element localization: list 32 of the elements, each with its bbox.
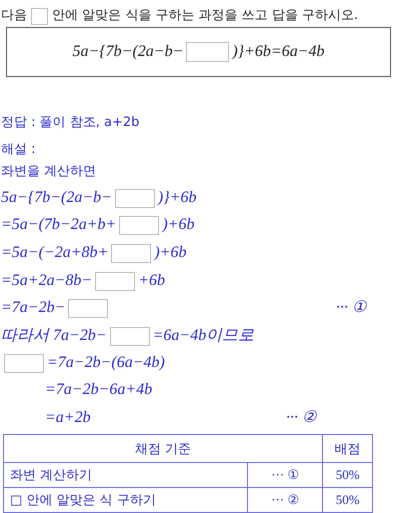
- table-cell: 50%: [322, 462, 372, 488]
- solution-text: )}+6b: [158, 189, 196, 207]
- solution-text: =a+2b: [45, 409, 91, 427]
- table-cell: ··· ②: [248, 488, 323, 512]
- table-cell: 좌변 계산하기: [4, 462, 248, 488]
- solution-text: )+6b: [162, 216, 194, 234]
- solution-text: =7a−2b−: [1, 299, 66, 317]
- solution-text: =5a+2a−8b−: [1, 272, 92, 290]
- solution-text: ··· ②: [286, 409, 316, 427]
- solution-text: )+6b: [154, 244, 186, 262]
- table-cell: □ 안에 알맞은 식 구하기: [4, 488, 248, 512]
- header-cell: 배점: [322, 434, 372, 462]
- solution-text: 따라서 7a−2b−: [1, 327, 107, 345]
- solution-text: ··· ①: [336, 299, 366, 317]
- equation-text: )}+6b=6a−4b: [232, 43, 325, 61]
- question-text: 다음: [1, 7, 27, 25]
- solution-text: +6b: [138, 272, 165, 290]
- solution-text: 정답 : 풀이 참조, a+2b: [1, 114, 140, 132]
- equation-text: 5a−{7b−(2a−b−: [72, 43, 184, 61]
- header-cell: 채점 기준: [4, 434, 323, 462]
- solution-text: =5a−(7b−2a+b+: [1, 216, 116, 234]
- solution-text: 좌변을 계산하면: [1, 163, 96, 181]
- solution-text: 해설 :: [1, 141, 36, 159]
- table-cell: 50%: [322, 488, 372, 512]
- equation-box: [6, 27, 391, 77]
- solution-text: =6a−4b이므로: [152, 327, 254, 345]
- question-text: 안에 알맞은 식을 구하는 과정을 쓰고 답을 구하시오.: [52, 7, 358, 25]
- solution-text: =7a−2b−6a+4b: [45, 381, 152, 399]
- solution-text: =5a−(−2a+8b+: [1, 244, 108, 262]
- solution-text: 5a−{7b−(2a−b−: [1, 189, 112, 207]
- table-cell: ··· ①: [248, 462, 323, 488]
- solution-text: =7a−2b−(6a−4b): [47, 354, 165, 372]
